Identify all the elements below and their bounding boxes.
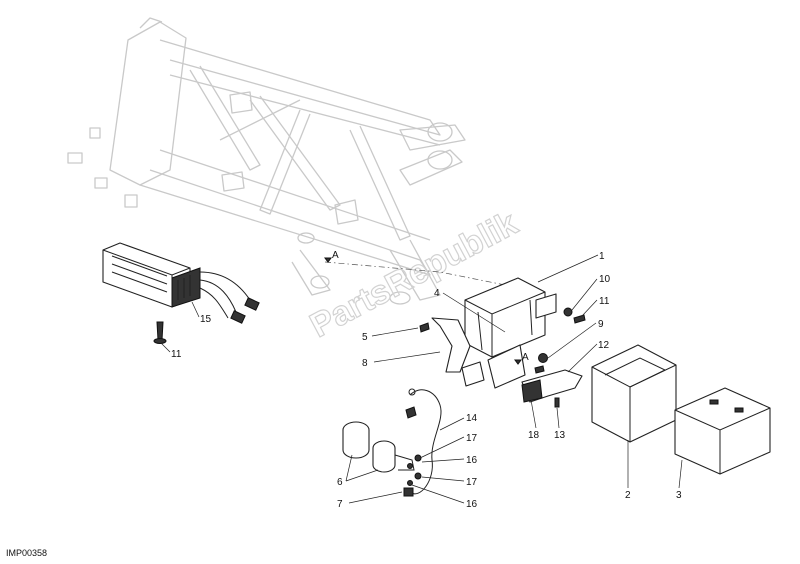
callout-6: 6	[337, 477, 343, 488]
screw-18	[534, 365, 545, 374]
frame-assembly	[67, 17, 466, 305]
drawing-reference-code: IMP00358	[6, 548, 48, 558]
nut-9	[538, 353, 548, 363]
callout-1: 1	[599, 251, 605, 262]
zone-marker-box: A	[522, 352, 529, 363]
callout-5: 5	[362, 332, 368, 343]
regulator-assembly	[102, 242, 260, 344]
screw-5	[419, 322, 430, 333]
callout-11-left: 11	[171, 349, 182, 360]
screw-13	[554, 397, 560, 408]
bracket-8	[431, 317, 471, 373]
callout-16-lower: 16	[466, 499, 478, 510]
callout-4: 4	[434, 288, 440, 299]
callout-17-upper: 17	[466, 433, 478, 444]
zone-marker-frame: A	[332, 250, 339, 261]
callout-17-lower: 17	[466, 477, 478, 488]
callout-16-upper: 16	[466, 455, 478, 466]
callout-15: 15	[200, 314, 212, 325]
callout-9: 9	[598, 319, 604, 330]
assembly-line-a	[324, 261, 531, 291]
screw-11-right	[573, 314, 586, 324]
washer-10	[563, 307, 573, 317]
connector-assembly	[342, 388, 442, 497]
callout-13: 13	[554, 430, 566, 441]
battery-box-assembly	[461, 277, 557, 389]
callout-12: 12	[598, 340, 610, 351]
callout-11-right: 11	[599, 296, 610, 307]
callout-7: 7	[337, 499, 343, 510]
battery-3	[674, 387, 771, 475]
leader-lines	[160, 254, 683, 504]
callout-3: 3	[676, 490, 682, 501]
callout-14: 14	[466, 413, 478, 424]
callout-2: 2	[625, 490, 631, 501]
battery-cover-2	[591, 344, 677, 443]
callout-18: 18	[528, 430, 540, 441]
callout-10: 10	[599, 274, 611, 285]
callout-numbers: 1 10 11 4 5 8 9 12 18 13 2 3 15 11 14 17…	[171, 251, 682, 510]
callout-8: 8	[362, 358, 368, 369]
